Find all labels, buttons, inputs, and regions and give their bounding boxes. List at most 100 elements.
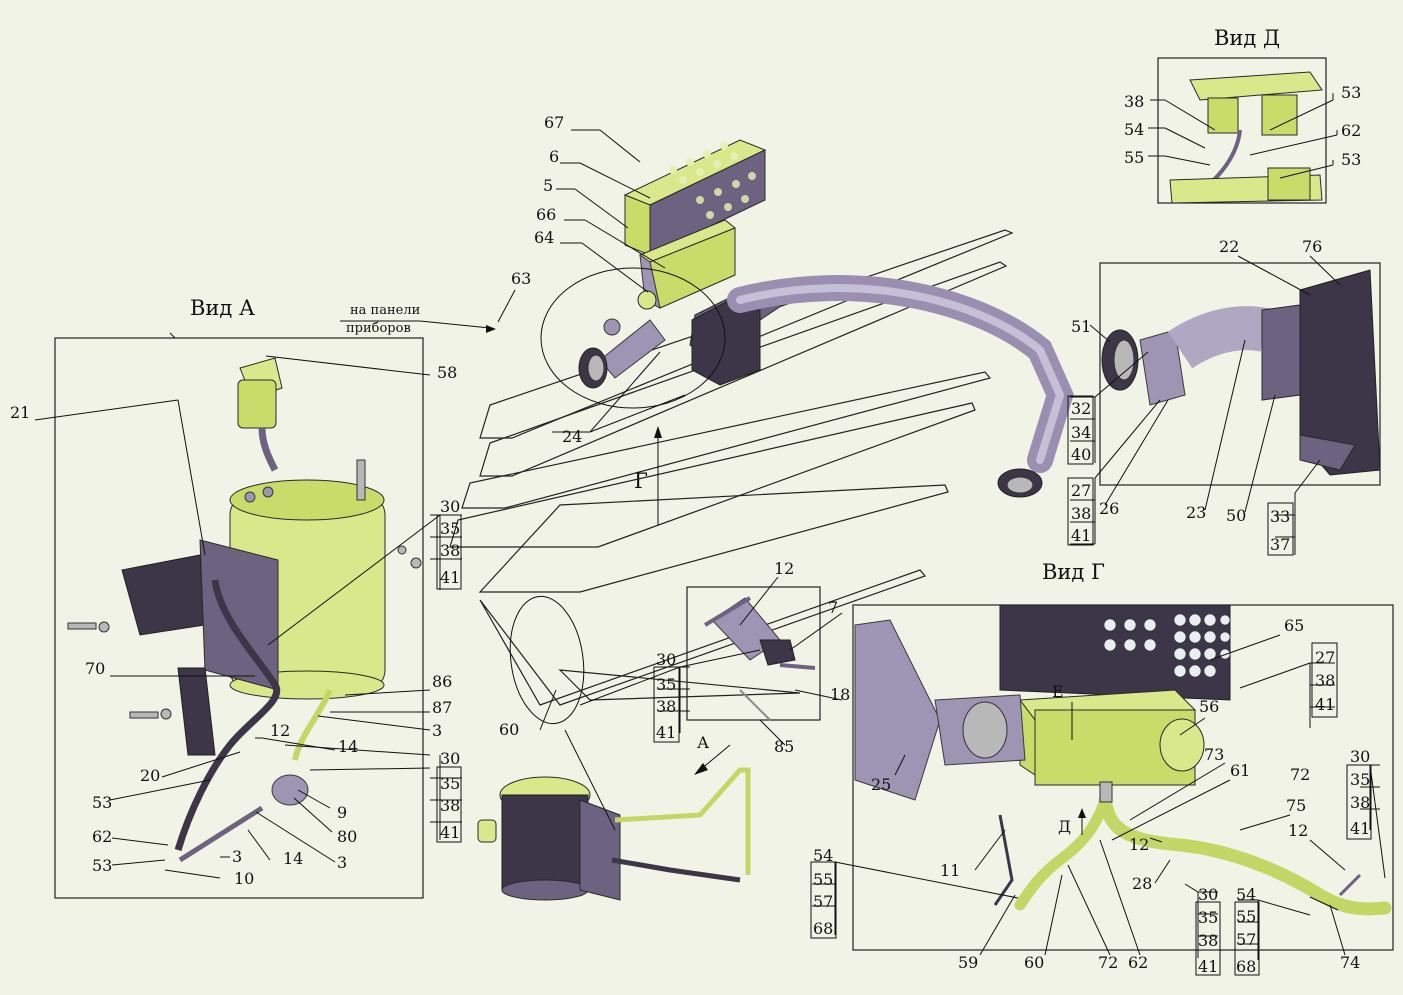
- part-label: 86: [432, 672, 452, 691]
- part-label: 33: [1270, 507, 1290, 526]
- part-label: 38: [1198, 931, 1218, 950]
- part-label: 60: [1024, 953, 1044, 972]
- part-label: 50: [1226, 506, 1246, 525]
- part-label: 22: [1219, 237, 1239, 256]
- part-label: 37: [1270, 535, 1290, 554]
- part-label: 72: [1290, 765, 1310, 784]
- view-a-tank-assembly: [67, 357, 422, 863]
- part-label: 35: [1350, 770, 1370, 789]
- center-tank-assembly: [477, 729, 751, 901]
- part-label: 30: [656, 650, 676, 669]
- part-label: 63: [511, 269, 531, 288]
- part-label: 41: [1071, 526, 1091, 545]
- part-label: 24: [562, 427, 582, 446]
- part-label: 55: [813, 870, 833, 889]
- view-a-title: Вид А: [190, 296, 255, 320]
- part-label: 32: [1071, 399, 1091, 418]
- part-label: 38: [1071, 504, 1091, 523]
- part-label: 53: [1341, 83, 1361, 102]
- part-label: 35: [1198, 908, 1218, 927]
- chassis-outline: [449, 229, 1014, 706]
- part-label: 7: [828, 598, 838, 617]
- callout-ellipse: [509, 595, 585, 725]
- part-label: 12: [774, 559, 794, 578]
- view-g-title: Вид Г: [1042, 560, 1105, 584]
- part-label: 30: [1350, 747, 1370, 766]
- part-label: 62: [1128, 953, 1148, 972]
- part-label: 61: [1230, 761, 1250, 780]
- part-label: 51: [1071, 317, 1091, 336]
- note-line-1: на панели: [350, 303, 420, 318]
- part-label: 12: [270, 721, 290, 740]
- part-label: 27: [1315, 648, 1335, 667]
- heater-exhaust-assembly: [540, 139, 1074, 498]
- part-label: 6: [549, 147, 559, 166]
- part-label: 26: [1099, 499, 1119, 518]
- view-d-title: Вид Д: [1214, 26, 1280, 50]
- part-label: 28: [1132, 874, 1152, 893]
- part-label: 35: [440, 519, 460, 538]
- part-label: 74: [1340, 953, 1360, 972]
- view-d-detail: [1169, 71, 1323, 204]
- arrow-d-label: Д: [1058, 817, 1071, 836]
- part-label: 76: [1302, 237, 1322, 256]
- part-label: 18: [830, 685, 850, 704]
- part-label: 38: [440, 796, 460, 815]
- part-label: 3: [337, 853, 347, 872]
- part-label: 64: [534, 228, 554, 247]
- part-label: 62: [1341, 121, 1361, 140]
- part-label: 12: [1129, 835, 1149, 854]
- part-label: 23: [1186, 503, 1206, 522]
- arrow-e-label: Е: [1052, 682, 1064, 701]
- arrow-g-label: Г: [634, 469, 648, 493]
- part-label: 41: [1198, 957, 1218, 976]
- exhaust-detail-frame: [1099, 262, 1381, 486]
- part-label: 56: [1199, 697, 1219, 716]
- part-label: 38: [656, 697, 676, 716]
- view-g-detail: [854, 604, 1392, 916]
- part-label: 41: [440, 568, 460, 587]
- part-label: 41: [1315, 695, 1335, 714]
- part-label: 20: [140, 766, 160, 785]
- part-label: 66: [536, 205, 556, 224]
- part-label: 57: [1236, 930, 1256, 949]
- part-label: 55: [1124, 148, 1144, 167]
- part-label: 41: [656, 723, 676, 742]
- part-label: 27: [1071, 481, 1091, 500]
- part-label: 59: [958, 953, 978, 972]
- part-label: 3: [432, 721, 442, 740]
- part-label: 25: [871, 775, 891, 794]
- part-label: 30: [440, 749, 460, 768]
- part-label: 30: [440, 497, 460, 516]
- part-label: 53: [92, 856, 112, 875]
- part-label: 14: [283, 849, 303, 868]
- part-label: 68: [813, 919, 833, 938]
- part-label: 41: [1350, 819, 1370, 838]
- part-label: 75: [1286, 796, 1306, 815]
- part-label: 70: [85, 659, 105, 678]
- bracket-detail: [703, 596, 816, 721]
- part-label: 67: [544, 113, 564, 132]
- part-label: 41: [440, 823, 460, 842]
- part-label: 85: [774, 737, 794, 756]
- bracket-detail-frame: [686, 586, 821, 721]
- stacked-label-boxes: [436, 395, 1372, 976]
- part-label: 65: [1284, 616, 1304, 635]
- part-label: 80: [337, 827, 357, 846]
- part-label: 38: [1124, 92, 1144, 111]
- part-label: 62: [92, 827, 112, 846]
- part-label: 57: [813, 892, 833, 911]
- part-label: 54: [1236, 885, 1256, 904]
- exhaust-detail: [1101, 269, 1381, 476]
- part-label: 68: [1236, 957, 1256, 976]
- part-label: 58: [437, 363, 457, 382]
- part-label: 9: [337, 803, 347, 822]
- part-label: 53: [1341, 150, 1361, 169]
- part-label: 38: [1350, 793, 1370, 812]
- part-label: 35: [440, 774, 460, 793]
- part-label: 72: [1098, 953, 1118, 972]
- part-label: 34: [1071, 423, 1091, 442]
- leader-lines: [34, 93, 1386, 960]
